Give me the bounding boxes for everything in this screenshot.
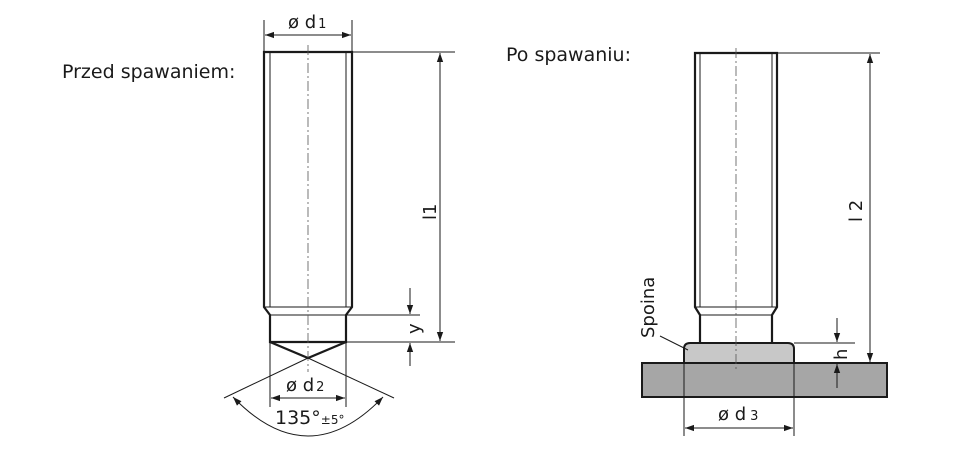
svg-text:ø d2: ø d2 bbox=[286, 375, 324, 396]
svg-text:h: h bbox=[831, 349, 852, 360]
dimension-l2: l 2 bbox=[777, 52, 880, 362]
svg-text:y: y bbox=[404, 323, 425, 334]
weld-bead bbox=[683, 342, 795, 364]
label-after-welding: Po spawaniu: bbox=[506, 44, 631, 66]
svg-text:ø d3: ø d3 bbox=[718, 404, 758, 425]
stud-before-welding bbox=[262, 45, 354, 372]
weld-label: Spoina bbox=[638, 277, 689, 351]
svg-text:l1: l1 bbox=[420, 204, 441, 220]
dimension-angle: 135°±5° bbox=[223, 357, 395, 437]
svg-text:135°±5°: 135°±5° bbox=[275, 407, 344, 429]
dimension-h: h bbox=[794, 318, 855, 388]
svg-text:ø d1: ø d1 bbox=[288, 12, 326, 33]
dimension-l1: l1 bbox=[346, 51, 455, 343]
base-plate bbox=[641, 362, 888, 398]
svg-text:Spoina: Spoina bbox=[638, 277, 659, 338]
svg-text:l 2: l 2 bbox=[846, 200, 867, 222]
label-before-welding: Przed spawaniem: bbox=[62, 61, 235, 83]
stud-after-welding bbox=[641, 48, 888, 398]
dimension-y: y bbox=[346, 288, 425, 366]
